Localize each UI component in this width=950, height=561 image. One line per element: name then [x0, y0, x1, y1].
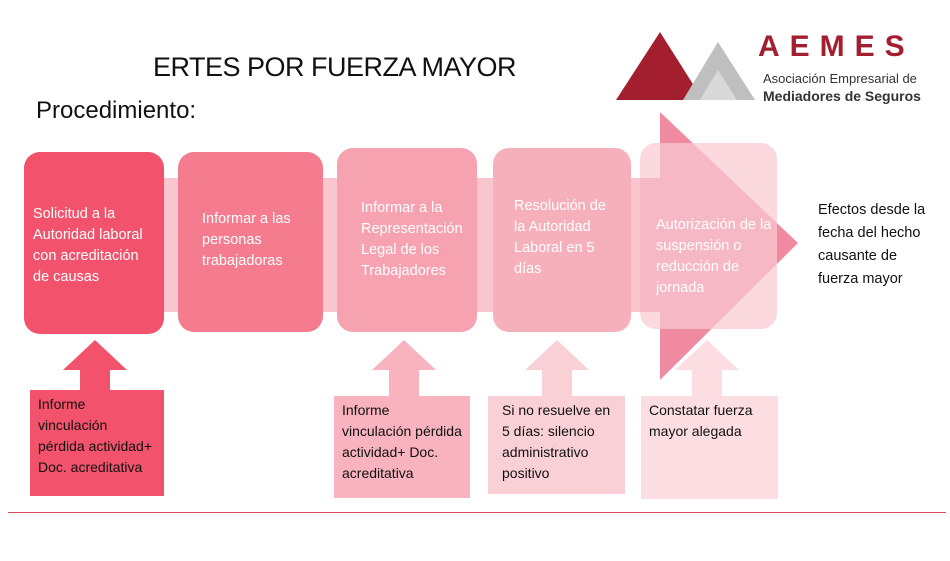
logo-subtitle-line1: Asociación Empresarial de — [763, 71, 917, 86]
baseline-divider — [8, 512, 946, 513]
step-informar-representacion-text: Informar a la Representación Legal de lo… — [361, 200, 463, 279]
up-arrow-3 — [525, 340, 589, 396]
step-solicitud-text: Solicitud a la Autoridad laboral con acr… — [33, 206, 143, 285]
note-silencio-text: Si no resuelve en 5 días: silencio admin… — [502, 402, 611, 481]
note-silencio: Si no resuelve en 5 días: silencio admin… — [488, 396, 625, 494]
step-solicitud: Solicitud a la Autoridad laboral con acr… — [24, 152, 164, 334]
logo-graphic — [616, 32, 755, 100]
note-informe-1: Informe vinculación pérdida actividad+ D… — [30, 390, 164, 496]
note-constatar: Constatar fuerza mayor alegada — [641, 396, 778, 499]
up-arrow-4 — [675, 340, 739, 396]
note-constatar-text: Constatar fuerza mayor alegada — [649, 402, 753, 439]
section-subtitle: Procedimiento: — [36, 97, 197, 124]
note-informe-2: Informe vinculación pérdida actividad+ D… — [334, 396, 470, 498]
step-resolucion-text: Resolución de la Autoridad Laboral en 5 … — [514, 198, 606, 277]
step-autorizacion-text: Autorización de la suspensión o reducció… — [656, 217, 772, 296]
note-informe-1-text: Informe vinculación pérdida actividad+ D… — [38, 396, 153, 475]
effects-text: Efectos desde la fecha del hecho causant… — [818, 202, 926, 287]
step-informar-trabajadores: Informar a las personas trabajadoras — [178, 152, 323, 332]
up-arrow-2 — [372, 340, 436, 396]
logo-subtitle-line2: Mediadores de Seguros — [763, 88, 921, 104]
step-informar-representacion: Informar a la Representación Legal de lo… — [337, 148, 477, 332]
step-informar-trabajadores-text: Informar a las personas trabajadoras — [202, 211, 291, 269]
page-title: ERTES POR FUERZA MAYOR — [153, 52, 517, 82]
up-arrow-1 — [63, 340, 127, 396]
logo-name: AEMES — [758, 30, 915, 63]
step-resolucion: Resolución de la Autoridad Laboral en 5 … — [493, 148, 631, 332]
step-autorizacion: Autorización de la suspensión o reducció… — [640, 143, 777, 329]
note-informe-2-text: Informe vinculación pérdida actividad+ D… — [342, 402, 462, 481]
